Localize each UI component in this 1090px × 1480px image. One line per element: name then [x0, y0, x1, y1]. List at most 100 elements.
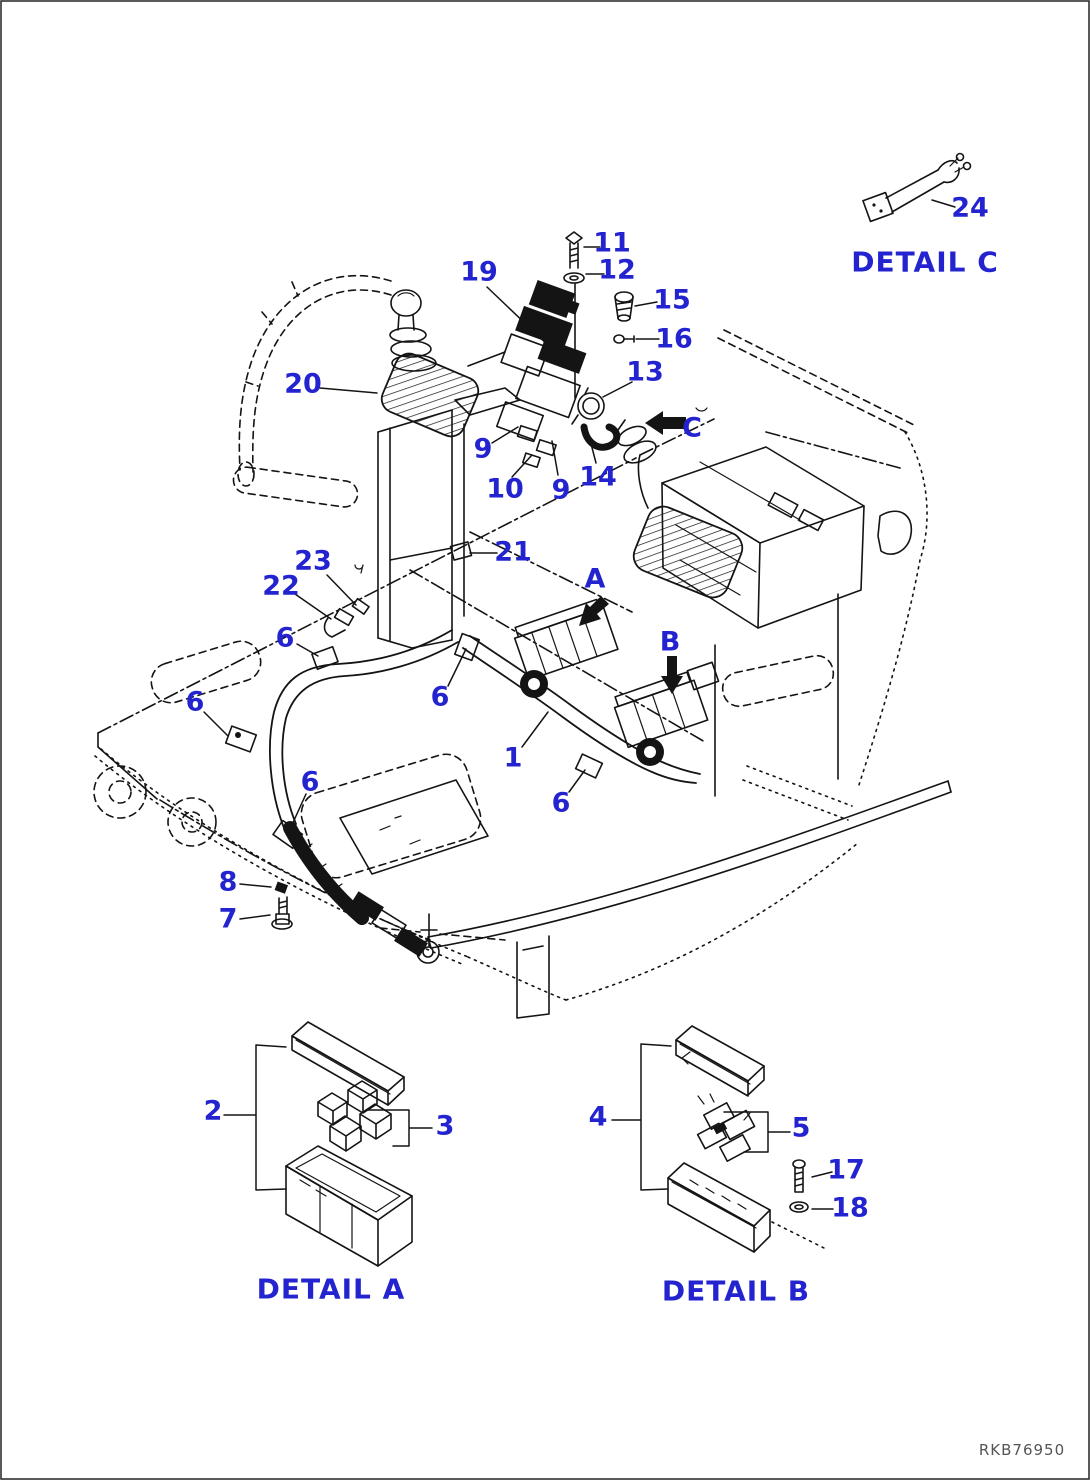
view-letters: A B C: [585, 413, 702, 658]
screw-16: [613, 334, 625, 344]
detail-view-labels: DETAIL A DETAIL B DETAIL C: [257, 246, 999, 1308]
clamp-21: [449, 541, 473, 561]
callout-14-10: 14: [579, 462, 617, 493]
fuse-box-b: [613, 671, 709, 749]
plug-15: [614, 291, 634, 303]
roller-wheel: [93, 765, 147, 819]
view-arrow-b: [661, 656, 683, 694]
clamp-22: [323, 617, 346, 638]
seat-mount-opening: [150, 640, 262, 704]
connector-cluster-5: [696, 1093, 756, 1162]
detail-c-part: [862, 152, 972, 223]
view-letter-c: C: [682, 413, 702, 444]
connector: [686, 661, 720, 691]
grommet-13: [577, 392, 605, 420]
detail-b-parts: [611, 1025, 834, 1253]
bolt-11: [565, 231, 583, 245]
view-arrow-a: [579, 596, 609, 626]
callout-16-3: 16: [655, 324, 693, 355]
callout-23-13: 23: [294, 546, 332, 577]
callout-9-9: 9: [552, 475, 571, 506]
frame-hook-bracket: [877, 510, 913, 555]
detail-label-c: DETAIL C: [851, 246, 999, 279]
wiring-harness: [224, 597, 720, 964]
floor-opening: [300, 753, 482, 879]
callout-8-21: 8: [219, 867, 238, 898]
hose-14: [580, 423, 621, 451]
callout-20-5: 20: [284, 369, 322, 400]
roller-wheel: [167, 797, 217, 847]
harness-bundle: [283, 821, 369, 925]
callout-6-17: 6: [431, 682, 450, 713]
gauge-and-hose: [516, 387, 621, 469]
switch-9: [516, 424, 538, 443]
ring-terminal: [416, 940, 440, 964]
clamp-6: [453, 632, 481, 662]
lever-grip: [380, 352, 480, 438]
callout-12-1: 12: [598, 255, 636, 286]
pilot-valve-assembly: [467, 279, 587, 441]
fuse-box-cover-a: [291, 1021, 405, 1092]
callout-6-15: 6: [276, 623, 295, 654]
callout-22-14: 22: [262, 571, 300, 602]
right-control-lever: [617, 419, 865, 629]
bolt-23: [351, 597, 370, 615]
bolt-7-flange: [271, 918, 293, 930]
callout-6-18: 6: [301, 767, 320, 798]
callout-13-6: 13: [626, 357, 664, 388]
washer-18: [789, 1201, 809, 1213]
relays-3: [317, 1080, 392, 1152]
floor-bracket: [516, 935, 550, 1019]
mount-bolt-set: [271, 881, 293, 930]
left-control-lever: [354, 289, 521, 649]
callout-24-11: 24: [951, 193, 989, 224]
clamp-6: [311, 645, 339, 671]
detail-label-b: DETAIL B: [662, 1275, 810, 1308]
callout-9-7: 9: [474, 434, 493, 465]
switch-9b: [535, 438, 557, 457]
callout-6-16: 6: [186, 687, 205, 718]
handrail-reference: [232, 274, 392, 508]
fastener-set-top: [563, 231, 635, 344]
relay-cover-b: [675, 1025, 765, 1082]
callout-3-24: 3: [436, 1111, 455, 1142]
relay-housing-b: [667, 1162, 829, 1253]
tool-24: [862, 191, 894, 223]
callout-2-23: 2: [204, 1096, 223, 1127]
detail-label-a: DETAIL A: [257, 1273, 406, 1306]
drawing-number: RKB76950: [979, 1441, 1065, 1459]
callout-19-4: 19: [460, 257, 498, 288]
lever-grip: [632, 505, 744, 599]
view-letter-a: A: [585, 564, 606, 595]
callout-21-12: 21: [494, 537, 532, 568]
callout-7-22: 7: [219, 904, 238, 935]
callout-15-2: 15: [653, 285, 691, 316]
clamp-6: [224, 725, 258, 753]
washer-12: [563, 272, 585, 284]
fuse-box-a: [513, 598, 619, 681]
view-arrow-c: [645, 411, 686, 435]
view-direction-arrows: [579, 407, 708, 694]
grab-handle-reference: [232, 466, 359, 508]
callout-18-28: 18: [831, 1193, 869, 1224]
lever-knob: [390, 289, 422, 317]
leader-lines: [203, 199, 956, 920]
fuse-box-housing-a: [285, 1145, 413, 1267]
detail-a-parts: [223, 1021, 433, 1267]
console-mount-slot: [721, 654, 835, 708]
rear-frame: [714, 329, 928, 821]
callout-11-0: 11: [593, 228, 631, 259]
screw-17: [792, 1159, 806, 1169]
floor-access-plate: [339, 779, 489, 875]
view-letter-b: B: [660, 627, 681, 658]
callout-17-27: 17: [827, 1155, 865, 1186]
callout-1-20: 1: [504, 743, 523, 774]
callout-5-26: 5: [792, 1113, 811, 1144]
connector-10: [521, 452, 541, 469]
clamp-6: [574, 753, 604, 779]
callout-10-8: 10: [486, 474, 524, 505]
